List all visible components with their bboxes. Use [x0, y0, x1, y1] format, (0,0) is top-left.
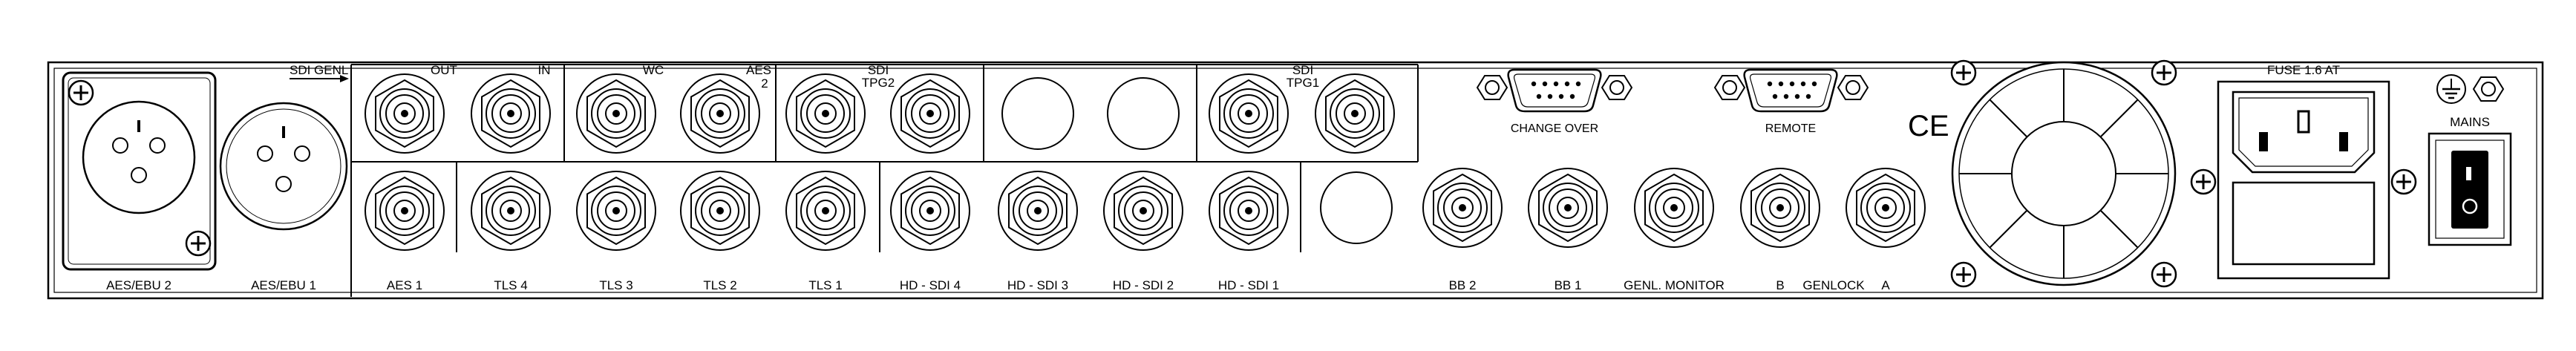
- mains-switch: [2428, 132, 2512, 246]
- label-sdi-genl: SDI GENL: [290, 63, 348, 77]
- tls-4-bnc: [471, 171, 551, 251]
- chassis-outline: [47, 61, 2544, 300]
- chassis-inner-outline: [53, 68, 2537, 293]
- label-hd-sdi-4: HD - SDI 4: [900, 278, 961, 292]
- tls-3-bnc: [576, 171, 656, 251]
- genlock-b-bnc: [1740, 168, 1820, 248]
- sdi-tpg2-bnc-1: [785, 73, 866, 154]
- change-over-dsub: [1477, 68, 1632, 113]
- sdi-genl-arrowhead: [340, 75, 349, 82]
- label-sdi-tpg1-line2: TPG1: [1287, 76, 1319, 90]
- label-genlock-a: A: [1881, 278, 1890, 292]
- label-sdi-tpg1-line1: SDI: [1292, 63, 1313, 77]
- label-sdi-tpg2-line2: TPG2: [862, 76, 895, 90]
- label-hd-sdi-1: HD - SDI 1: [1218, 278, 1279, 292]
- label-remote: REMOTE: [1765, 122, 1816, 135]
- sdi-genl-in-bnc: [471, 73, 551, 154]
- wc-bnc-2: [680, 73, 760, 154]
- sdi-genl-out-bnc: [365, 73, 445, 154]
- label-out: OUT: [431, 63, 457, 77]
- label-genlock: GENLOCK: [1802, 278, 1865, 292]
- label-aes-num: 2: [761, 76, 768, 91]
- label-wc: WC: [643, 63, 664, 77]
- sdi-tpg1-bnc-1: [1209, 73, 1289, 154]
- label-bb-1: BB 1: [1555, 278, 1582, 292]
- label-fuse: FUSE 1.6 AT: [2267, 63, 2340, 77]
- cooling-fan: [1950, 59, 2177, 288]
- wc-bnc-1: [576, 73, 656, 154]
- label-genlock-b: B: [1776, 278, 1784, 292]
- tls-2-bnc: [680, 171, 760, 251]
- aes-1-bnc: [365, 171, 445, 251]
- label-aes-top: AES: [746, 63, 771, 77]
- bb-2-bnc: [1422, 168, 1503, 248]
- label-aes-1: AES 1: [387, 278, 422, 292]
- bb-1-bnc: [1528, 168, 1608, 248]
- tls-1-bnc: [785, 171, 866, 251]
- label-aes-ebu-1: AES/EBU 1: [251, 278, 316, 292]
- blank-hole-3: [1320, 171, 1393, 244]
- label-tls-2: TLS 2: [703, 278, 736, 292]
- genl-monitor-bnc: [1634, 168, 1714, 248]
- label-tls-4: TLS 4: [494, 278, 527, 292]
- ce-mark: CE: [1908, 110, 1949, 142]
- aes-ebu-1-connector: [219, 102, 348, 231]
- label-bb-2: BB 2: [1449, 278, 1477, 292]
- remote-dsub: [1714, 68, 1869, 113]
- label-tls-1: TLS 1: [808, 278, 842, 292]
- label-sdi-tpg2-line1: SDI: [868, 63, 889, 77]
- label-aes-ebu-2: AES/EBU 2: [106, 278, 171, 292]
- label-mains: MAINS: [2450, 115, 2490, 129]
- sdi-tpg1-bnc-2: [1315, 73, 1395, 154]
- ground-stud-icon: [2473, 76, 2504, 102]
- label-hd-sdi-3: HD - SDI 3: [1007, 278, 1068, 292]
- sdi-tpg2-bnc-2: [890, 73, 970, 154]
- label-tls-3: TLS 3: [599, 278, 632, 292]
- genlock-a-bnc: [1846, 168, 1926, 248]
- hd-sdi-3-bnc: [998, 171, 1078, 251]
- label-change-over: CHANGE OVER: [1511, 122, 1598, 135]
- aes-ebu-2-connector: [62, 71, 217, 271]
- power-inlet-module: [2190, 80, 2417, 280]
- hd-sdi-2-bnc: [1103, 171, 1183, 251]
- blank-hole-1: [1001, 77, 1074, 150]
- label-genl-monitor: GENL. MONITOR: [1624, 278, 1725, 292]
- ground-icon: [2436, 74, 2466, 104]
- hd-sdi-4-bnc: [890, 171, 970, 251]
- label-hd-sdi-2: HD - SDI 2: [1113, 278, 1174, 292]
- label-in: IN: [538, 63, 551, 77]
- blank-hole-2: [1107, 77, 1180, 150]
- hd-sdi-1-bnc: [1209, 171, 1289, 251]
- top-connector-frame: [350, 64, 1419, 297]
